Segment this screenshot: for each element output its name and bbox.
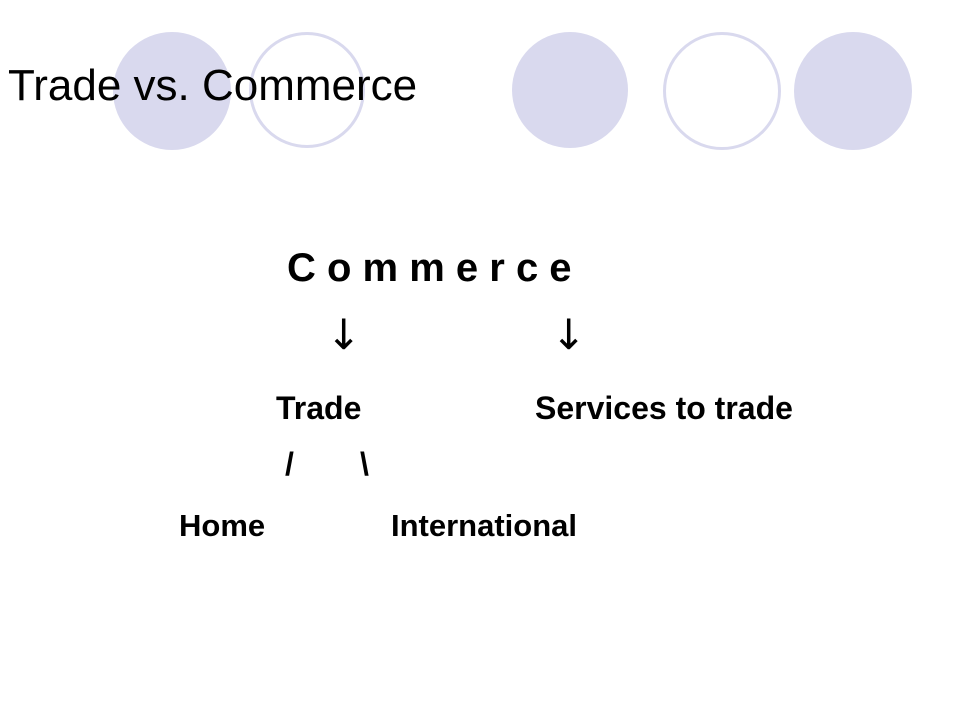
slide-title: Trade vs. Commerce: [8, 61, 418, 110]
commerce-root-label: C o m m e r c e: [287, 246, 572, 290]
decorative-circle-filled: [113, 32, 231, 150]
home-trade-label: Home: [179, 508, 266, 543]
trade-label: Trade: [276, 390, 362, 426]
connector-slash: /: [285, 446, 294, 482]
decorative-circle-filled: [512, 32, 628, 148]
decorative-circle-outline: [663, 32, 781, 150]
decorative-circle-filled: [794, 32, 912, 150]
international-trade-label: International: [391, 508, 578, 543]
services-to-trade-label: Services to trade: [535, 390, 793, 426]
arrow-down-right-icon: ↓: [551, 310, 587, 359]
connector-backslash: \: [360, 446, 369, 482]
arrow-down-left-icon: ↓: [326, 310, 362, 359]
decorative-circle-outline: [249, 32, 365, 148]
